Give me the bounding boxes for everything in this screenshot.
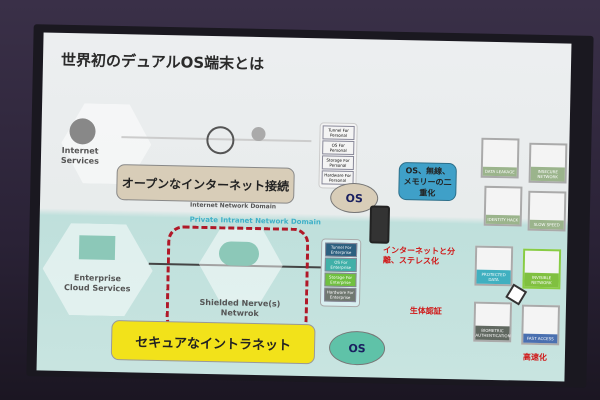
tile-label: SLOW SPEED — [529, 219, 564, 230]
tile-label: IDENTITY HACK — [485, 214, 520, 225]
tile-slow-speed: SLOW SPEED — [527, 190, 567, 232]
stack-os: OS For Personal — [322, 140, 355, 156]
enterprise-stack: Tunnel For Enterprise OS For Enterprise … — [319, 238, 362, 308]
enterprise-label: Enterprise Cloud Services — [63, 273, 131, 294]
tile-protected-data: PROTECTED DATA — [474, 245, 514, 287]
secure-intranet-callout: セキュアなイントラネット — [110, 319, 316, 365]
open-internet-callout: オープンなインターネット接続 — [116, 164, 295, 204]
stack-hardware: Hardware For Enterprise — [324, 287, 357, 303]
presentation-slide: 世界初のデュアルOS端末とは Internet Services Tunnel … — [36, 32, 572, 382]
tile-data-leakage: DATA LEAKAGE — [480, 137, 520, 179]
tile-label: BIOMETRIC AUTHENTICATION — [475, 325, 511, 341]
stack-storage: Storage For Personal — [321, 155, 355, 171]
internet-domain-label: Internet Network Domain — [189, 201, 277, 211]
stack-storage: Storage For Enterprise — [324, 272, 357, 288]
servers-icon — [78, 235, 116, 261]
tile-insecure-network: INSECURE NETWORK — [528, 142, 568, 184]
separation-annotation: インターネットと分離、ステレス化 — [382, 245, 456, 266]
globe-icon — [206, 125, 235, 155]
tile-label: INSECURE NETWORK — [530, 166, 565, 182]
tile-label: PROTECTED DATA — [476, 269, 511, 285]
tile-label: FAST ACCESS — [523, 333, 558, 344]
tile-invisible-network: INVISIBLE NETWORK — [522, 248, 562, 290]
internet-services-label: Internet Services — [60, 145, 100, 166]
smartphone-icon — [369, 205, 391, 244]
speed-annotation: 高速化 — [522, 352, 547, 363]
tile-identity-hack: IDENTITY HACK — [483, 185, 523, 227]
tile-fast-access: FAST ACCESS — [521, 304, 560, 346]
stack-tunnel: Tunnel For Personal — [322, 125, 355, 141]
intranet-domain-label: Private Intranet Network Domain — [189, 215, 321, 227]
biometric-annotation: 生体認証 — [409, 306, 442, 316]
tile-label: DATA LEAKAGE — [482, 166, 517, 177]
tile-label: INVISIBLE NETWORK — [524, 272, 559, 288]
personal-stack: Tunnel For Personal OS For Personal Stor… — [318, 122, 358, 190]
highlight-dashed-box — [165, 225, 310, 337]
os-enterprise-bubble: OS — [328, 330, 386, 366]
slide-title: 世界初のデュアルOS端末とは — [60, 50, 265, 74]
stack-os: OS For Enterprise — [324, 257, 357, 273]
tile-biometric: BIOMETRIC AUTHENTICATION — [473, 301, 513, 343]
stack-tunnel: Tunnel For Enterprise — [324, 242, 358, 258]
dual-os-callout: OS、無線、メモリーの二重化 — [398, 161, 457, 202]
